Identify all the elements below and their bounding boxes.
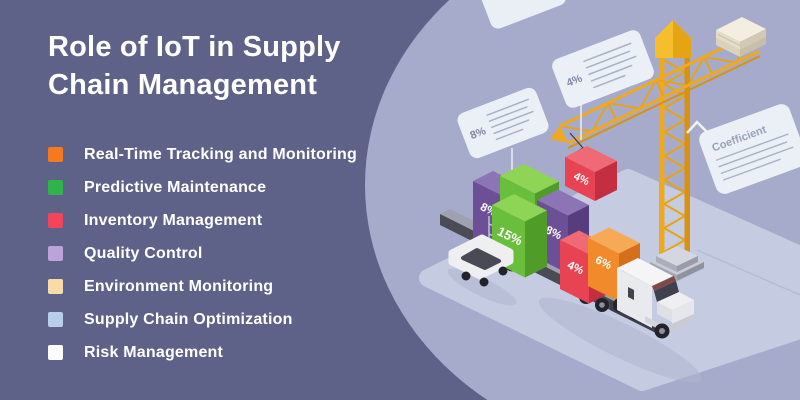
bullet-square-icon [48,312,63,327]
bullet-square-icon [48,345,63,360]
bullet-square-icon [48,147,63,162]
crane-jib [550,32,761,149]
callout-coefficient: Coefficient [699,104,800,194]
delivery-van [448,234,514,287]
crane-cap [655,20,691,58]
list-item-label: Quality Control [84,244,203,262]
crane [550,17,766,281]
callout-coefficient-connector [686,120,708,134]
bullet-square-icon [48,279,63,294]
callout-8pct: 8% [457,87,549,159]
list-item-label: Environment Monitoring [84,277,274,295]
crane-mast [659,56,690,254]
crane-counterweight [716,17,766,57]
page-title-line1: Role of IoT in Supply [48,31,341,63]
list-item-real-time-tracking: Real-Time Tracking and Monitoring [48,138,357,171]
list-item-label: Supply Chain Optimization [84,310,293,328]
feature-list: Real-Time Tracking and Monitoring Predic… [48,138,357,369]
list-item-predictive-maintenance: Predictive Maintenance [48,171,357,204]
bullet-square-icon [48,180,63,195]
callout-4pct: 4% [552,30,654,108]
page-title-line2: Chain Management [48,69,318,101]
list-item-risk-management: Risk Management [48,336,357,369]
bullet-square-icon [48,246,63,261]
page-title: Role of IoT in Supply Chain Management [48,28,388,104]
container-hanging-red: 4% [565,146,617,201]
list-item-label: Predictive Maintenance [84,178,267,196]
bullet-square-icon [48,213,63,228]
callout-partial-top [480,0,566,29]
callout-8pct-value: 8% [469,125,488,142]
callout-4pct-value: 4% [565,73,584,90]
truck-cab [610,258,694,339]
list-item-label: Inventory Management [84,211,263,229]
list-item-supply-chain-optimization: Supply Chain Optimization [48,303,357,336]
truck-shadow [538,297,702,383]
list-item-label: Risk Management [84,343,224,361]
list-item-inventory-management: Inventory Management [48,204,357,237]
list-item-quality-control: Quality Control [48,237,357,270]
list-item-label: Real-Time Tracking and Monitoring [84,145,358,163]
list-item-environment-monitoring: Environment Monitoring [48,270,357,303]
